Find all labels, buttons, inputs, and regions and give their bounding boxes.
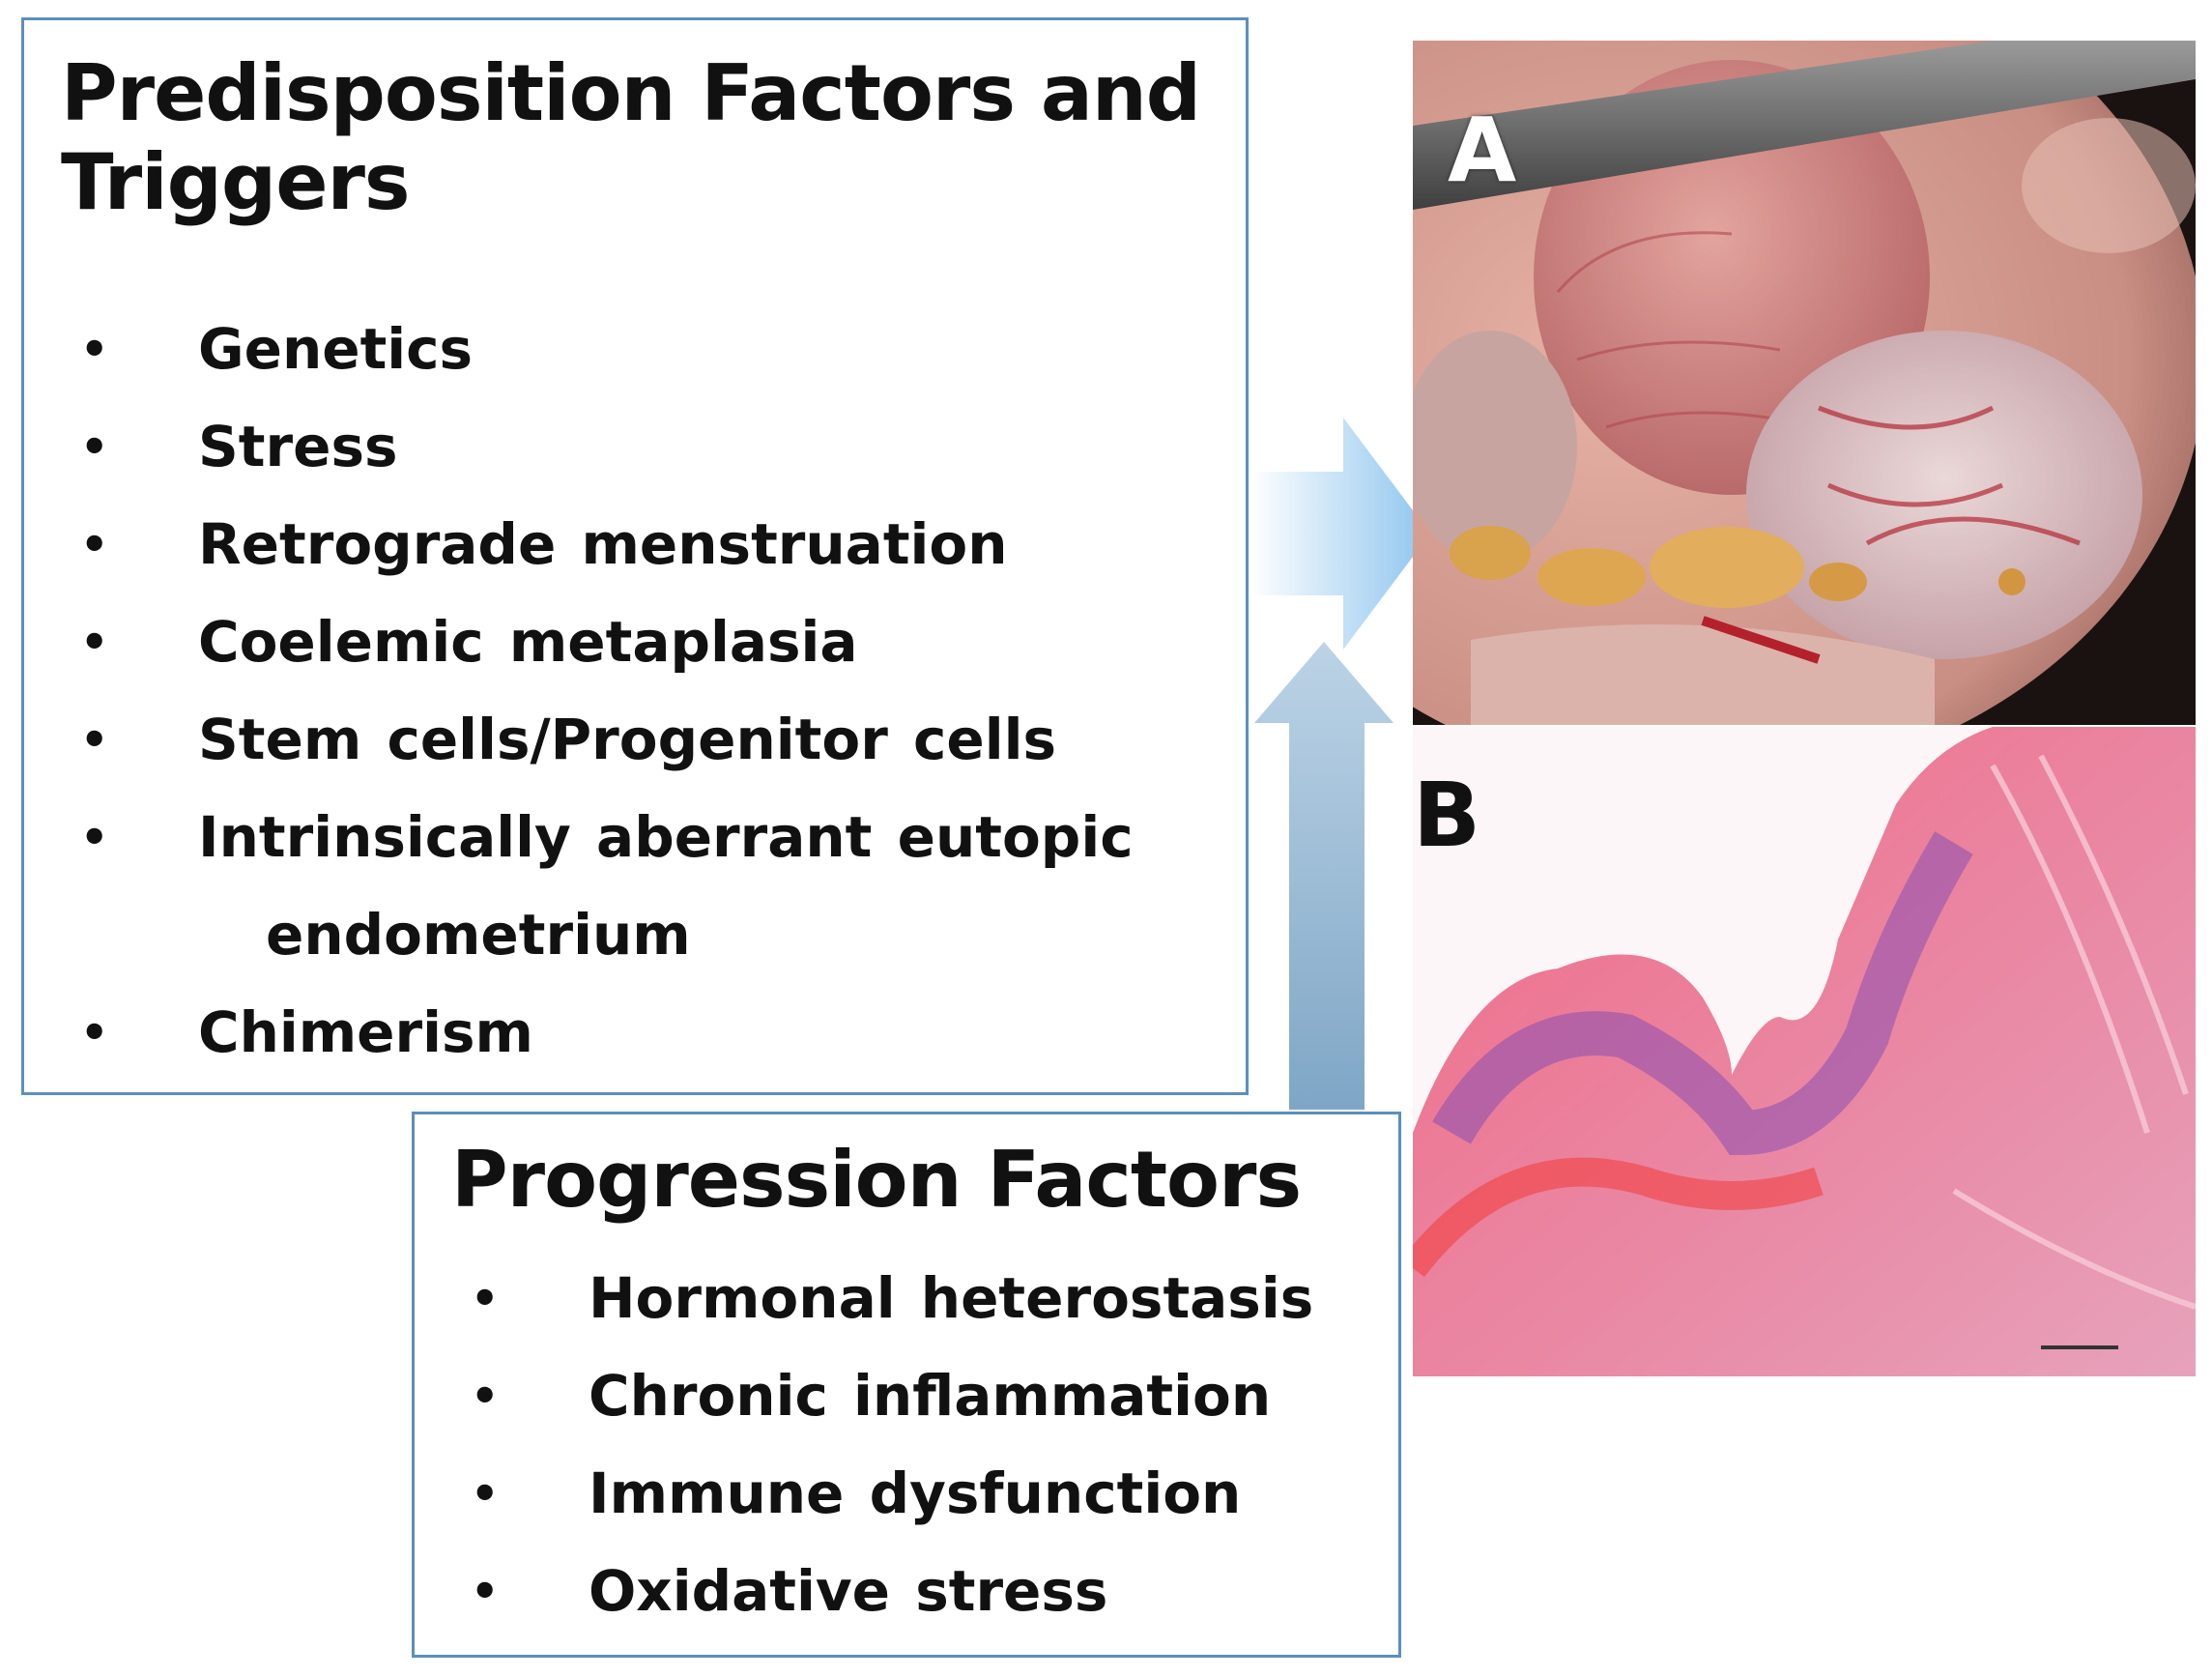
- histology-illustration: [1413, 727, 2196, 1376]
- bullet-icon: •: [80, 616, 109, 668]
- list-item: •Stem cells/Progenitor cells: [61, 691, 1240, 789]
- bullet-icon: •: [80, 323, 109, 375]
- bullet-icon: •: [80, 811, 109, 863]
- up-arrow: [1254, 642, 1393, 1110]
- list-item: •Oxidative stress: [451, 1543, 1398, 1640]
- predisposition-box: Predisposition Factors and Triggers •Gen…: [21, 17, 1249, 1095]
- laparoscopy-illustration: [1413, 41, 2196, 725]
- bullet-icon: •: [471, 1565, 500, 1617]
- bullet-icon: •: [471, 1467, 500, 1519]
- bullet-icon: •: [80, 518, 109, 570]
- laparoscopy-photo: A: [1413, 41, 2196, 725]
- list-item: •Immune dysfunction: [451, 1445, 1398, 1543]
- progression-heading: Progression Factors: [451, 1135, 1302, 1225]
- list-item: •Genetics: [61, 301, 1240, 398]
- bullet-icon: •: [80, 713, 109, 766]
- list-item-continuation: endometrium: [266, 902, 691, 968]
- predisposition-list: •Genetics •Stress •Retrograde menstruati…: [61, 301, 1240, 1082]
- bullet-icon: •: [80, 1006, 109, 1058]
- panel-b-label: B: [1413, 764, 1481, 867]
- list-item: •Stress: [61, 398, 1240, 496]
- bullet-icon: •: [471, 1272, 500, 1324]
- bullet-icon: •: [471, 1370, 500, 1422]
- list-item: •Chimerism: [61, 984, 1240, 1082]
- list-item: •Chronic inflammation: [451, 1347, 1398, 1445]
- list-item: •Hormonal heterostasis: [451, 1250, 1398, 1347]
- progression-box: Progression Factors •Hormonal heterostas…: [412, 1112, 1401, 1658]
- histology-photo: B: [1413, 727, 2196, 1376]
- list-item: •Retrograde menstruation: [61, 496, 1240, 593]
- bullet-icon: •: [80, 420, 109, 473]
- panel-a-label: A: [1448, 99, 1517, 202]
- predisposition-heading: Predisposition Factors and Triggers: [61, 48, 1201, 227]
- right-arrow: [1250, 418, 1430, 650]
- list-item: •Coelemic metaplasia: [61, 593, 1240, 691]
- progression-list: •Hormonal heterostasis •Chronic inflamma…: [451, 1250, 1398, 1640]
